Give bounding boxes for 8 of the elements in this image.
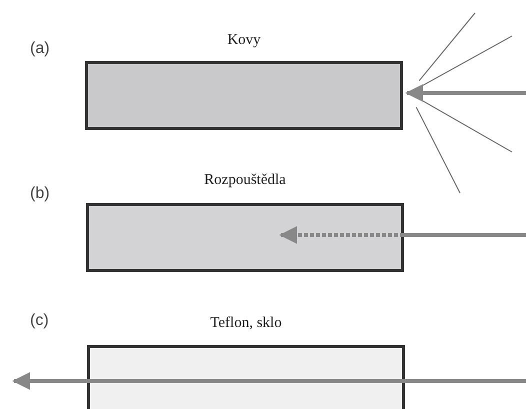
panel-letter: (c): [30, 312, 49, 330]
material-label: Teflon, sklo: [209, 315, 283, 332]
material-label: Rozpouštědla: [203, 172, 287, 189]
arrow: [405, 84, 526, 102]
panel-letter: (b): [30, 185, 50, 203]
material-label: Kovy: [226, 32, 262, 49]
arrow: [279, 226, 526, 244]
panel-letter: (a): [30, 40, 50, 58]
